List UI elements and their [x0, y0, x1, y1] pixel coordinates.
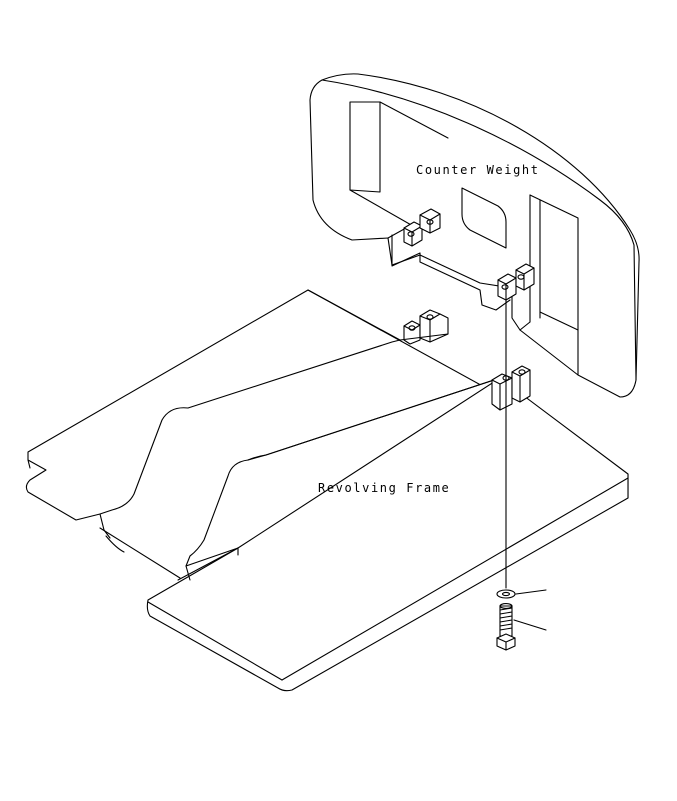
frame-upper-plate [25, 289, 401, 521]
counter-weight [309, 73, 640, 398]
counter-weight-bracket-right [497, 263, 535, 301]
counter-weight-label: Counter Weight [416, 163, 540, 177]
bolt [496, 603, 547, 651]
washer-leader-line [515, 589, 547, 595]
washer [496, 589, 547, 599]
counter-weight-bracket-left [403, 208, 441, 247]
bolt-leader-line [513, 619, 547, 631]
frame-lower-plate [146, 377, 629, 692]
frame-bracket-rear [399, 309, 449, 345]
counter-weight-window [461, 187, 507, 249]
revolving-frame-label: Revolving Frame [318, 481, 451, 495]
counter-weight-body [309, 73, 640, 398]
counter-weight-side-plate [529, 194, 579, 376]
revolving-frame [25, 289, 629, 692]
